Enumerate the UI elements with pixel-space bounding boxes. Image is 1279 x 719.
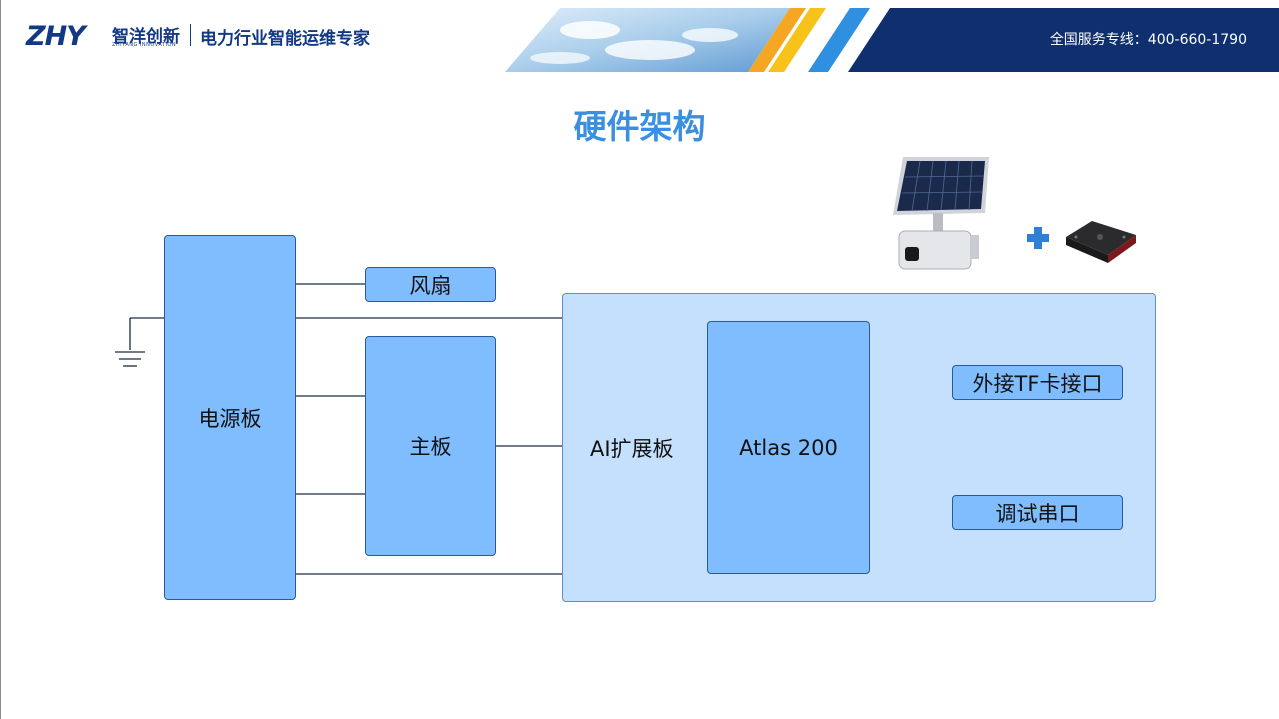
fan-box: 风扇 (365, 267, 496, 302)
logo-separator (190, 24, 191, 46)
logo-name-en: ZHIYANG INNOVATION (112, 42, 177, 48)
fan-label: 风扇 (409, 273, 452, 298)
header-banner (505, 8, 1279, 72)
page-title: 硬件架构 (573, 107, 706, 146)
main-board: 主板 (365, 336, 496, 556)
power-board: 电源板 (164, 235, 296, 600)
compute-module-device (1066, 221, 1136, 263)
plus-icon (1027, 227, 1049, 249)
power-board-label: 电源板 (198, 406, 262, 431)
slogan: 电力行业智能运维专家 (200, 29, 370, 49)
debug-port-box: 调试串口 (952, 495, 1123, 530)
main-board-label: 主板 (409, 435, 452, 459)
atlas-module: Atlas 200 (707, 321, 870, 574)
hotline: 全国服务专线：400-660-1790 (1049, 32, 1247, 48)
solar-camera-device (893, 157, 989, 270)
header: ZHY 智洋创新 ZHIYANG INNOVATION 电力行业智能运维专家 全… (0, 0, 1279, 72)
tf-port-box: 外接TF卡接口 (952, 365, 1123, 400)
debug-port-label: 调试串口 (995, 501, 1080, 526)
left-border (0, 0, 1, 719)
atlas-label: Atlas 200 (739, 435, 838, 460)
logo-mark: ZHY (26, 21, 86, 52)
tf-port-label: 外接TF卡接口 (972, 371, 1103, 396)
ai-board-label: AI扩展板 (590, 437, 674, 461)
logo-name: 智洋创新 (112, 27, 180, 47)
ground-icon (115, 351, 145, 367)
